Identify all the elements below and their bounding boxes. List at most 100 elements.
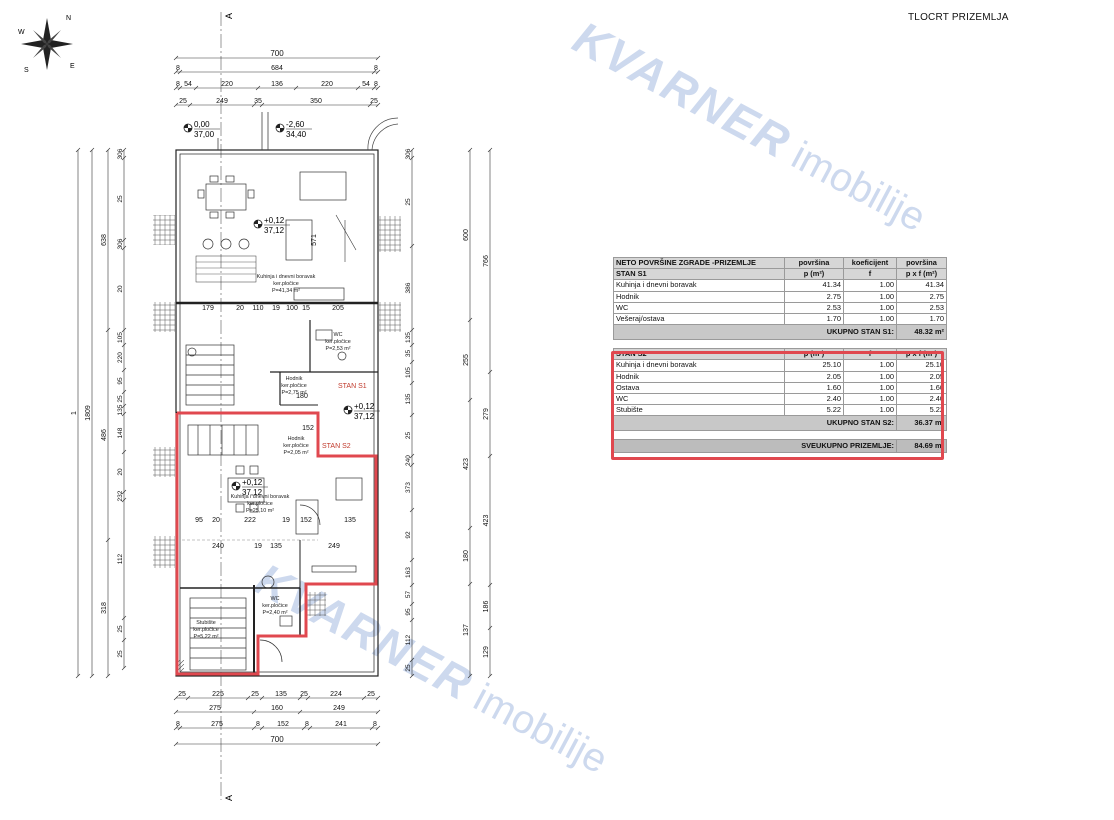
room-name: Ostava — [613, 381, 785, 394]
dimension-label: 20 — [117, 285, 124, 293]
room-area: 1.60 — [784, 381, 844, 394]
dimension-label: 275 — [209, 705, 221, 712]
dimension-label: 92 — [405, 531, 412, 539]
table-row: Kuhinja i dnevni boravak 25.10 1.00 25.1… — [613, 359, 947, 372]
table-row: Hodnik 2.05 1.00 2.05 — [613, 370, 947, 383]
room-label: P=25,10 m² — [246, 508, 274, 514]
dimension-label: 25 — [117, 625, 124, 633]
room-net-area: 2.05 — [896, 370, 947, 383]
dimension-label: 105 — [405, 367, 412, 378]
room-label: P=41,34 m² — [272, 288, 300, 294]
room-net-area: 2.40 — [896, 392, 947, 406]
elevation-absolute: 37,12 — [242, 488, 263, 497]
room-area: 2.75 — [784, 290, 844, 303]
interior-dimension: 20 — [236, 305, 244, 312]
dimension-label: 249 — [333, 705, 345, 712]
table-row: Kuhinja i dnevni boravak 41.34 1.00 41.3… — [613, 279, 947, 292]
section-total-row: UKUPNO STAN S1: 48.32 m² — [613, 324, 947, 341]
room-label: ker.pločice — [281, 383, 306, 389]
room-area: 25.10 — [784, 359, 844, 372]
dimension-label: 57 — [405, 591, 412, 599]
dimension-label: 224 — [330, 691, 342, 698]
section-total-label: UKUPNO STAN S1: — [613, 324, 897, 341]
section-marker: A — [224, 795, 234, 801]
dimension-label: 700 — [270, 49, 284, 58]
interior-dimension: 100 — [286, 305, 298, 312]
room-area: 1.70 — [784, 312, 844, 326]
room-label: WC — [271, 596, 280, 602]
section-name: STAN S1 — [613, 268, 785, 281]
dimension-label: 25 — [117, 395, 124, 403]
dimension-label: 8 — [373, 721, 377, 728]
grand-total-value: 84.69 m² — [896, 439, 947, 454]
dimension-label: 180 — [463, 550, 470, 562]
area-table: NETO POVRŠINE ZGRADE -PRIZEMLJE površina… — [613, 256, 947, 454]
section-name: STAN S2 — [613, 348, 785, 361]
room-coefficient: 1.00 — [843, 370, 897, 383]
interior-dimension: 95 — [195, 517, 203, 524]
dimension-label: 25 — [405, 664, 412, 672]
table-row: Ostava 1.60 1.00 1.60 — [613, 381, 947, 394]
table-header-row: NETO POVRŠINE ZGRADE -PRIZEMLJE površina… — [613, 256, 947, 270]
room-label: Stubište — [196, 620, 215, 626]
dimension-label: 35 — [405, 350, 412, 358]
room-label: ker.pločice — [283, 443, 308, 449]
section-marker: A — [224, 13, 234, 19]
section-header-row: STAN S1 p (m²) f p x f (m²) — [613, 268, 947, 281]
table-row: Hodnik 2.75 1.00 2.75 — [613, 290, 947, 303]
dimension-label: 95 — [405, 608, 412, 616]
room-net-area: 1.70 — [896, 312, 947, 326]
room-coefficient: 1.00 — [843, 279, 897, 292]
dimension-label: 25 — [117, 650, 124, 658]
elevation-level: +0,12 — [264, 216, 285, 225]
interior-dimension: 222 — [244, 517, 256, 524]
compass-rose-icon — [21, 18, 73, 70]
dimension-label: 54 — [184, 81, 192, 88]
column-header: p x f (m²) — [896, 348, 947, 361]
room-coefficient: 1.00 — [843, 392, 897, 406]
dimension-label: 306 — [405, 148, 412, 159]
room-label: WC — [334, 332, 343, 338]
interior-dimension: 249 — [328, 543, 340, 550]
dimension-label: 306 — [117, 148, 124, 159]
column-header: p x f (m²) — [896, 268, 947, 281]
table-title: NETO POVRŠINE ZGRADE -PRIZEMLJE — [613, 256, 785, 270]
table-row: WC 2.40 1.00 2.40 — [613, 392, 947, 406]
room-label: P=2,75 m² — [281, 390, 306, 396]
dimension-label: 20 — [117, 468, 124, 476]
room-coefficient: 1.00 — [843, 290, 897, 303]
column-header: p (m²) — [784, 268, 844, 281]
table-row: WC 2.53 1.00 2.53 — [613, 301, 947, 314]
column-header: p (m²) — [784, 348, 844, 361]
interior-dimension: 205 — [332, 305, 344, 312]
column-header: površina — [784, 256, 844, 270]
interior-dimension: 571 — [311, 234, 318, 246]
room-net-area: 25.10 — [896, 359, 947, 372]
elevation-absolute: 37,12 — [354, 412, 375, 421]
interior-dimension: 135 — [344, 517, 356, 524]
room-name: Kuhinja i dnevni boravak — [613, 359, 785, 372]
column-header: f — [843, 268, 897, 281]
dimension-label: 129 — [483, 646, 490, 658]
room-area: 2.53 — [784, 301, 844, 314]
room-name: Hodnik — [613, 370, 785, 383]
section-header-row: STAN S2 p (m²) f p x f (m²) — [613, 348, 947, 361]
interior-dimension: 152 — [302, 425, 314, 432]
room-name: Stubište — [613, 404, 785, 417]
interior-dimension: 20 — [212, 517, 220, 524]
room-net-area: 2.53 — [896, 301, 947, 314]
dimension-label: 423 — [463, 458, 470, 470]
elevation-absolute: 37,12 — [264, 226, 285, 235]
dimension-label: 350 — [310, 98, 322, 105]
dimension-label: 152 — [277, 721, 289, 728]
dimension-label: 8 — [176, 81, 180, 88]
dimension-label: 8 — [176, 65, 180, 72]
interior-dimension: 152 — [300, 517, 312, 524]
dimension-label: 148 — [117, 427, 124, 438]
dimension-label: 638 — [101, 234, 108, 246]
interior-dimension: 240 — [212, 543, 224, 550]
